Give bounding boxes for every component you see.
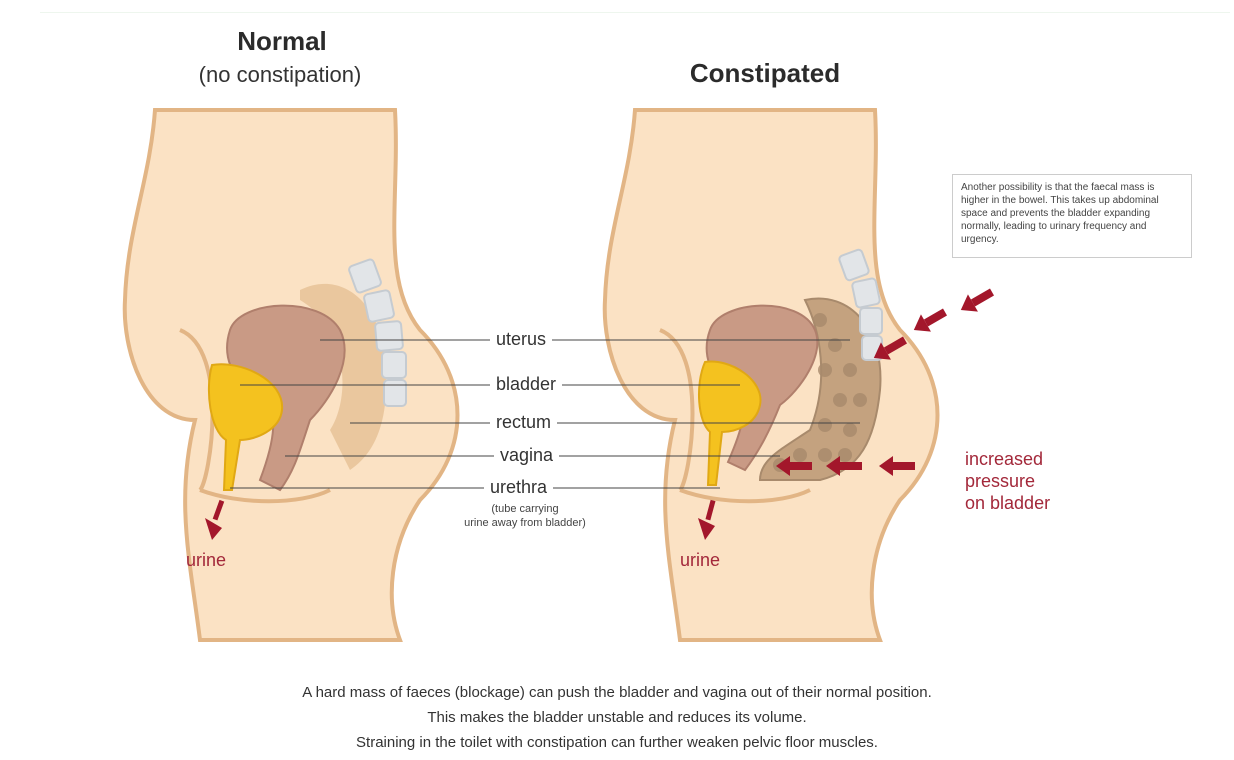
label-rectum: rectum [490,412,558,433]
normal-subtitle: (no constipation) [198,62,362,87]
pressure-arrows [776,288,994,476]
spine [348,258,407,407]
note-box: Another possibility is that the faecal m… [952,174,1192,258]
constipated-title: Constipated [689,58,841,88]
constipated-body [602,108,940,642]
normal-title: Normal [237,26,327,56]
urine-label-normal: urine [186,550,227,570]
urine-label-constipated: urine [680,550,721,570]
normal-body [122,108,460,642]
urine-arrow [698,499,716,540]
bladder-shape [207,363,284,491]
caption: A hard mass of faeces (blockage) can pus… [302,684,932,751]
label-vagina: vagina [494,445,560,466]
top-divider [40,12,1230,13]
label-uterus: uterus [490,329,553,350]
urine-arrow [205,499,225,540]
label-urethra: urethra [484,477,554,498]
label-bladder: bladder [490,374,563,395]
